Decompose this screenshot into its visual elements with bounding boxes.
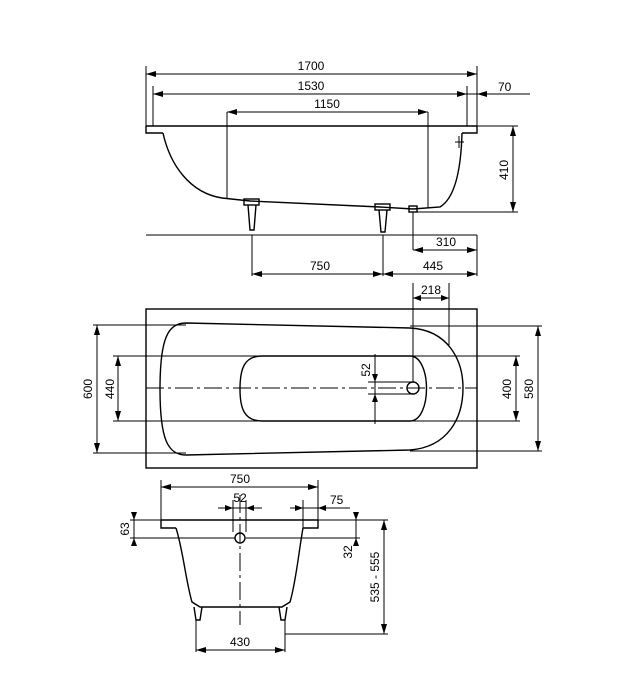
top-view: 218 600 440 52 400 580 [81, 283, 542, 469]
basin-floor [239, 355, 428, 422]
end-right-foot [278, 606, 288, 621]
dim-leg-spacing: 750 [310, 259, 330, 273]
dim-rim-width: 70 [498, 80, 512, 94]
dim-foot-spacing: 430 [230, 635, 250, 649]
dim-top-width: 750 [230, 472, 250, 486]
tub-body-outline [162, 132, 463, 210]
dim-inner-length: 1150 [314, 97, 340, 111]
rim-left-lip [145, 126, 163, 134]
dim-rim-overhang: 75 [330, 493, 344, 507]
rim-right-lip [462, 126, 478, 134]
dim-total-length: 1700 [298, 59, 325, 73]
dim-rim-height: 63 [118, 522, 132, 536]
right-leg [374, 203, 391, 233]
left-leg [243, 198, 260, 231]
dim-drain-distance: 218 [421, 283, 441, 297]
dim-drain-diameter: 52 [359, 363, 373, 377]
dim-drain-offset: 310 [436, 235, 456, 249]
dim-height: 410 [497, 160, 511, 180]
dim-basin-width: 400 [500, 379, 514, 399]
dim-height-range: 535 - 555 [368, 551, 382, 602]
dim-drain-width: 52 [233, 491, 247, 505]
dim-drain-depth: 32 [341, 545, 355, 559]
tub-outer-rectangle [145, 308, 478, 469]
end-left-foot [193, 606, 203, 621]
dim-outer-width: 580 [522, 379, 536, 399]
dim-outer-length: 1530 [298, 79, 325, 93]
dim-leg-offset: 445 [423, 259, 443, 273]
side-view: 1700 1530 1150 70 410 310 750 445 [145, 59, 530, 277]
dim-total-width: 600 [81, 379, 95, 399]
dim-inner-width: 440 [103, 379, 117, 399]
basin-outline [159, 322, 464, 456]
end-tub-body [175, 527, 304, 608]
end-view: 750 52 75 63 32 535 - 555 430 [118, 472, 388, 653]
